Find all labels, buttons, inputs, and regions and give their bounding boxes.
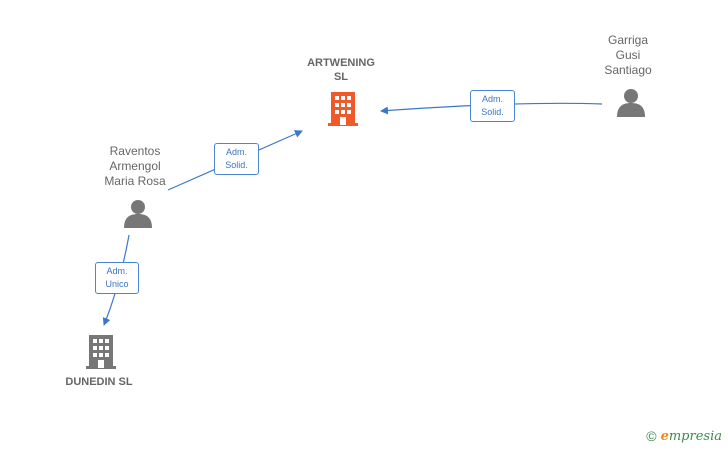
person-label-raventos[interactable]: Raventos Armengol Maria Rosa	[104, 144, 166, 188]
edge-label-garriga-artwening: Adm. Solid.	[470, 90, 515, 122]
edge-label-raventos-artwening: Adm. Solid.	[214, 143, 259, 175]
footer-brand: © empresia	[646, 428, 722, 444]
brand-logo: empresia	[660, 428, 722, 444]
person-icon[interactable]	[124, 200, 152, 228]
building-icon[interactable]	[86, 335, 116, 369]
company-label-artwening[interactable]: ARTWENING SL	[307, 57, 375, 83]
edge-label-raventos-dunedin: Adm. Unico	[95, 262, 139, 294]
company-label-dunedin[interactable]: DUNEDIN SL	[65, 376, 133, 388]
person-icon[interactable]	[617, 89, 645, 117]
copyright-symbol: ©	[646, 428, 657, 444]
person-label-garriga[interactable]: Garriga Gusi Santiago	[604, 33, 652, 77]
building-icon[interactable]	[328, 92, 358, 126]
